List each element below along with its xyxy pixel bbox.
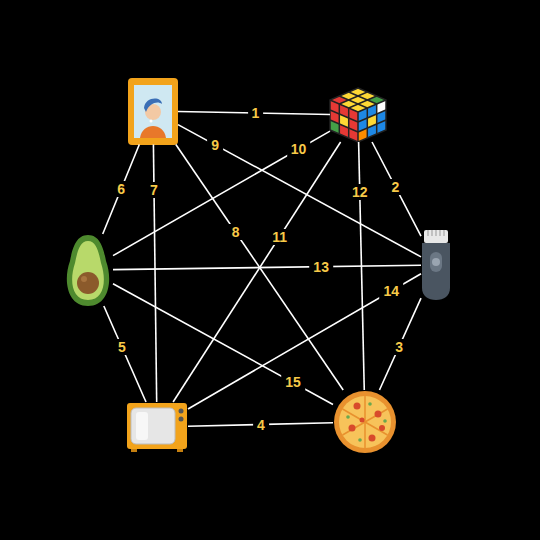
connector-line	[372, 142, 421, 236]
edge-number: 15	[281, 374, 305, 390]
connector-line	[113, 265, 421, 269]
edge-number: 2	[388, 179, 404, 195]
connector-line	[379, 298, 421, 390]
connector-line	[113, 131, 330, 256]
connector-line	[113, 284, 333, 405]
edge-number: 12	[348, 184, 372, 200]
avocado-icon	[67, 235, 109, 306]
edge-number: 7	[146, 182, 162, 198]
edge-number: 10	[287, 141, 311, 157]
edge-number: 1	[248, 105, 264, 121]
edge-number: 8	[228, 224, 244, 240]
edge-number: 13	[309, 259, 333, 275]
edge-number: 3	[391, 339, 407, 355]
connector-line	[188, 274, 421, 409]
edge-number: 4	[253, 417, 269, 433]
edge-number: 6	[113, 181, 129, 197]
icon-node	[126, 402, 188, 452]
edge-number: 9	[207, 137, 223, 153]
edge-number: 5	[114, 339, 130, 355]
icon-node	[128, 78, 178, 145]
cube-icon	[330, 88, 386, 142]
icon-node	[421, 230, 451, 300]
connector-line	[178, 125, 421, 257]
connector-line	[104, 306, 146, 402]
edge-number: 14	[380, 283, 404, 299]
pizza-icon	[334, 391, 396, 453]
icon-node	[63, 234, 113, 306]
icon-node	[333, 390, 397, 454]
connector-line	[103, 145, 140, 235]
icon-node	[330, 88, 386, 142]
edge-number: 11	[268, 229, 291, 245]
frame-icon	[128, 78, 178, 145]
tv-icon	[127, 403, 187, 452]
clipper-icon	[422, 230, 450, 300]
